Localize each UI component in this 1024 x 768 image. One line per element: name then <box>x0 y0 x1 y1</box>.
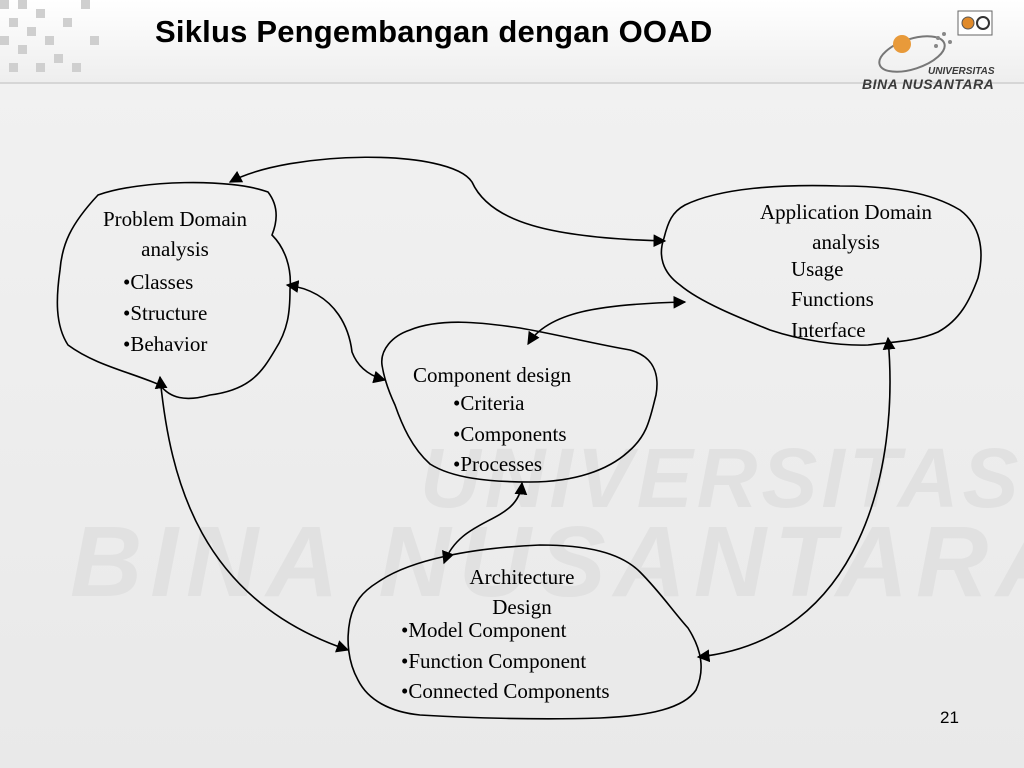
logo-text-universitas: UNIVERSITAS <box>928 66 995 77</box>
architecture-design-title-line2: Design <box>492 595 552 619</box>
problem-domain-title-line2: analysis <box>141 237 209 261</box>
application-domain-title-line1: Application Domain <box>759 200 933 224</box>
page-number: 21 <box>940 708 959 727</box>
architecture-design-item-model-component: •Model Component <box>401 618 567 642</box>
edge-application-to-architecture <box>696 336 896 663</box>
header-band <box>0 0 1024 82</box>
architecture-design-item-function-component: •Function Component <box>401 649 587 673</box>
application-domain-blob <box>660 184 982 346</box>
component-design-item-criteria: •Criteria <box>453 391 525 415</box>
edge-problem-to-component <box>285 280 387 384</box>
application-domain-item-usage: Usage <box>791 257 844 281</box>
problem-domain-item-classes: •Classes <box>123 270 194 294</box>
component-design-item-components: •Components <box>453 422 567 446</box>
edge-problem-to-application <box>228 156 667 248</box>
application-domain-item-functions: Functions <box>791 287 874 311</box>
application-domain-item-interface: Interface <box>791 318 866 342</box>
logo-text-bina-nusantara: BINA NUSANTARA <box>862 76 995 92</box>
university-logo-icon <box>878 10 993 73</box>
architecture-design-title-line1: Architecture <box>469 565 575 589</box>
problem-domain-title-line1: Problem Domain <box>102 207 248 231</box>
component-design-title: Component design <box>413 363 572 387</box>
header-divider <box>0 82 1024 84</box>
edge-component-to-architecture <box>442 481 528 565</box>
slide-title: Siklus Pengembangan dengan OOAD <box>155 14 713 49</box>
problem-domain-item-behavior: •Behavior <box>123 332 208 356</box>
architecture-design-blob <box>347 544 702 720</box>
application-domain-title-line2: analysis <box>812 230 880 254</box>
architecture-design-item-connected-components: •Connected Components <box>401 679 610 703</box>
problem-domain-item-structure: •Structure <box>123 301 208 325</box>
component-design-item-processes: •Processes <box>453 452 543 476</box>
edge-problem-to-architecture <box>154 375 350 653</box>
edge-component-to-application <box>527 295 687 346</box>
